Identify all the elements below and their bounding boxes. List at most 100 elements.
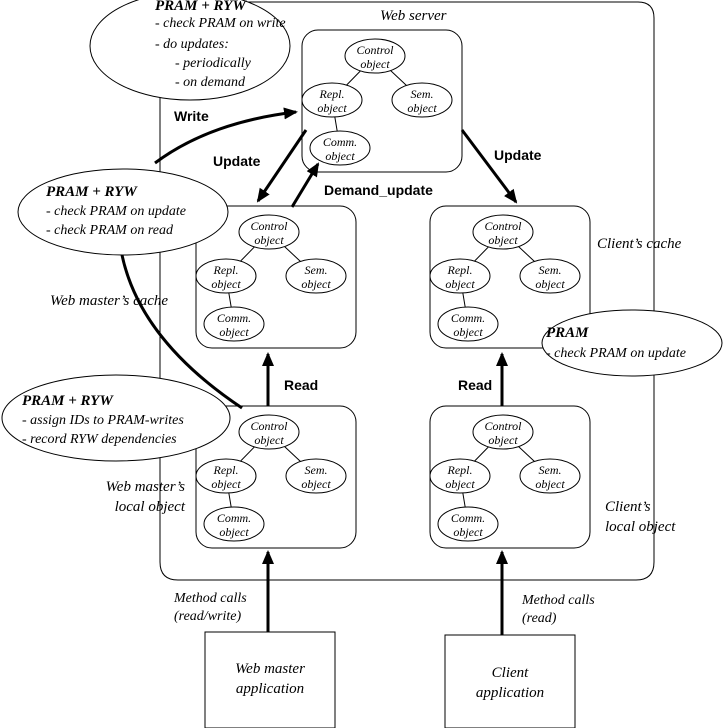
node-label: object [453,325,483,339]
note-title: PRAM + RYW [22,393,114,409]
node-label: Repl. [213,263,239,277]
demand-update-label: Demand_update [324,182,433,198]
node-label: object [211,477,241,491]
node-label: Control [485,219,523,233]
note-line: - check PRAM on update [546,346,686,361]
node-label: Control [251,219,289,233]
node-label: object [360,57,390,71]
note-connector-web-master [120,254,243,410]
node-label: Repl. [319,87,345,101]
node-label: object [407,101,437,115]
node-label: object [254,233,284,247]
web-master-local-label-2: local object [115,499,186,515]
client-local-label-1: Client’s [605,499,651,515]
method-calls-client-1: Method calls [521,593,595,608]
repl-object-node: Repl.object [301,82,363,118]
note-line: - check PRAM on update [46,204,186,219]
note-web-master-local: PRAM + RYW - assign IDs to PRAM-writes -… [1,374,231,462]
node-label: Comm. [217,511,251,525]
web-server-region [159,0,655,581]
sem-object-node: Sem.object [519,458,581,494]
note-web-master-cache: PRAM + RYW - check PRAM on update - chec… [17,168,229,256]
note-title: PRAM + RYW [46,184,138,200]
web-master-application: Web master application [204,631,336,728]
node-label: object [453,525,483,539]
node-label: Comm. [451,511,485,525]
node-label: Control [357,43,395,57]
node-label: Comm. [217,311,251,325]
note-line: - check PRAM on write [155,16,286,31]
client-cache-object: ControlobjectRepl.objectSem.objectComm.o… [429,205,591,349]
web-master-cache-object: ControlobjectRepl.objectSem.objectComm.o… [195,205,357,349]
update-right-arrow [460,129,518,204]
node-label: object [219,525,249,539]
client-application: Client application [444,634,576,728]
node-label: Repl. [213,463,239,477]
node-label: Sem. [539,263,562,277]
repl-object-node: Repl.object [195,258,257,294]
node-label: object [301,277,331,291]
note-line: - on demand [175,75,246,90]
comm-object-node: Comm.object [437,506,499,542]
comm-object-node: Comm.object [437,306,499,342]
demand-update-arrow [290,162,320,208]
update-left-arrow [256,129,308,203]
web-master-cache-label: Web master’s cache [50,293,168,309]
note-title: PRAM [546,325,589,341]
node-label: object [317,101,347,115]
node-label: object [219,325,249,339]
node-label: object [535,477,565,491]
repl-object-node: Repl.object [429,458,491,494]
node-label: object [445,277,475,291]
update-left-label: Update [213,153,261,169]
node-label: Sem. [539,463,562,477]
note-server: PRAM + RYW - check PRAM on write - do up… [89,0,291,101]
note-line: - assign IDs to PRAM-writes [22,413,184,428]
comm-object-node: Comm.object [203,506,265,542]
app-label: application [476,685,544,701]
update-right-label: Update [494,147,542,163]
write-arrow [154,107,298,165]
node-label: object [445,477,475,491]
repl-object-node: Repl.object [195,458,257,494]
note-client-cache: PRAM - check PRAM on update [541,309,723,377]
web-server-object: ControlobjectRepl.objectSem.objectComm.o… [301,29,463,173]
node-label: object [254,433,284,447]
app-label: application [236,681,304,697]
note-title: PRAM + RYW [155,0,247,14]
sem-object-node: Sem.object [285,258,347,294]
note-line: - periodically [175,56,252,71]
node-label: Comm. [323,135,357,149]
app-label: Web master [235,661,305,677]
comm-object-node: Comm.object [309,130,371,166]
app-label: Client [492,665,529,681]
read-left-label: Read [284,377,318,393]
web-master-local-object: ControlobjectRepl.objectSem.objectComm.o… [195,405,357,549]
repl-object-node: Repl.object [429,258,491,294]
node-label: Control [485,419,523,433]
web-master-local-label-1: Web master’s [106,479,185,495]
sem-object-node: Sem.object [285,458,347,494]
node-label: object [488,433,518,447]
node-label: Repl. [447,263,473,277]
client-cache-label: Client’s cache [597,236,682,252]
node-label: object [535,277,565,291]
node-label: Comm. [451,311,485,325]
method-calls-web-master-2: (read/write) [174,609,241,624]
note-line: - check PRAM on read [46,223,174,238]
method-calls-web-master-1: Method calls [173,591,247,606]
node-label: Sem. [305,463,328,477]
method-calls-client-2: (read) [522,611,557,626]
node-label: Sem. [305,263,328,277]
sem-object-node: Sem.object [519,258,581,294]
client-local-object: ControlobjectRepl.objectSem.objectComm.o… [429,405,591,549]
node-label: Control [251,419,289,433]
node-label: object [301,477,331,491]
node-label: object [211,277,241,291]
